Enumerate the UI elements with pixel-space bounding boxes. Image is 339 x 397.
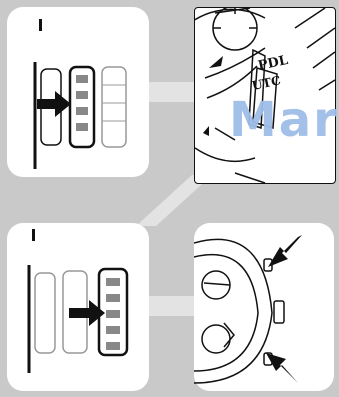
arrow-right-icon bbox=[37, 91, 71, 117]
dial-label-utc: UTC bbox=[251, 73, 282, 93]
crown-position-icon bbox=[7, 223, 149, 391]
dial-panel-bottom bbox=[194, 223, 334, 391]
crown-panel-top bbox=[7, 7, 149, 177]
crown-panel-bottom bbox=[7, 223, 149, 391]
dial-label-pdl: PDL bbox=[257, 53, 290, 74]
watch-dial-icon bbox=[194, 223, 334, 391]
crown-position-icon bbox=[7, 7, 149, 177]
watermark-text: Mar bbox=[229, 92, 339, 148]
